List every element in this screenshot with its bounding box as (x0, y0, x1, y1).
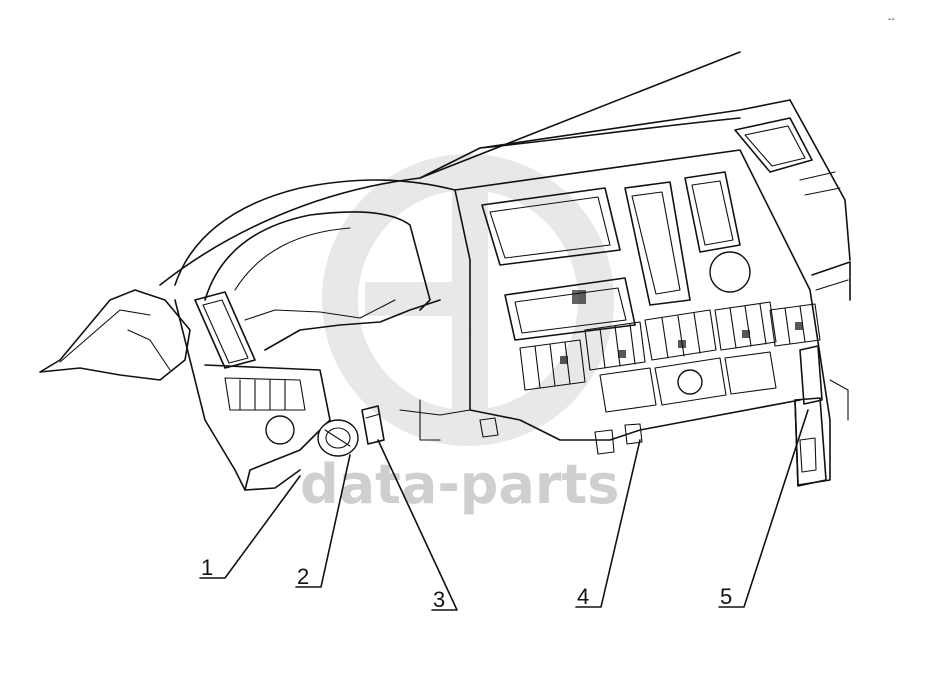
callout-5: 5 (720, 584, 732, 609)
callout-leaders (199, 409, 809, 611)
callout-3: 3 (433, 587, 445, 612)
watermark-logo (322, 154, 614, 446)
corner-mark: -- (888, 14, 895, 25)
dashboard-panel (39, 51, 851, 491)
callout-1: 1 (201, 555, 213, 580)
switch-bank (519, 301, 821, 413)
callout-2: 2 (297, 564, 309, 589)
watermark-text: data-parts (300, 453, 619, 516)
callout-4: 4 (577, 584, 589, 609)
